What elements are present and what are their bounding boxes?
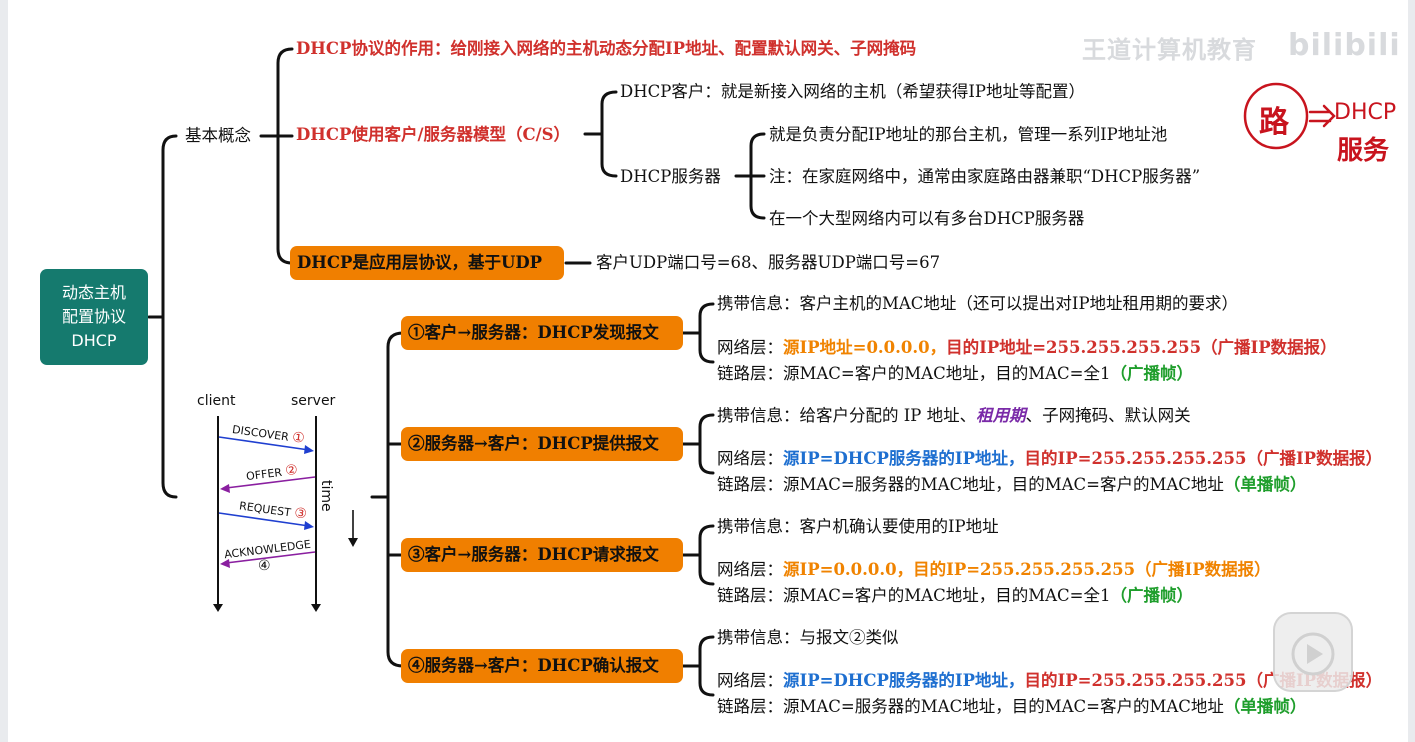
root-node: 动态主机 配置协议 DHCP <box>40 269 148 365</box>
handwritten-annotation <box>1243 82 1336 150</box>
bilibili-logo: bilibili <box>1288 28 1401 63</box>
play-button[interactable] <box>1273 612 1353 692</box>
root-bracket <box>161 134 178 499</box>
msg2-network: 网络层：源IP=DHCP服务器的IP地址，目的IP=255.255.255.25… <box>717 449 1383 468</box>
basic-concepts-label: 基本概念 <box>185 126 251 145</box>
msg2-title: ②服务器→客户：DHCP提供报文 <box>401 427 683 461</box>
msg2-link: 链路层：源MAC=服务器的MAC地址，目的MAC=客户的MAC地址（单播帧） <box>717 475 1307 494</box>
msg3-link: 链路层：源MAC=客户的MAC地址，目的MAC=全1（广播帧） <box>717 586 1193 605</box>
msg3-network: 网络层：源IP=0.0.0.0，目的IP=255.255.255.255（广播I… <box>717 560 1271 579</box>
slide-canvas <box>8 0 1408 742</box>
left-edge <box>0 0 8 742</box>
time-label: time <box>318 480 334 512</box>
handwritten-server: 服务 <box>1337 136 1390 166</box>
play-icon <box>1291 632 1335 676</box>
msg1-title: ①客户→服务器：DHCP发现报文 <box>401 316 683 350</box>
msg4-carry: 携带信息：与报文②类似 <box>717 628 899 647</box>
msg2-carry: 携带信息：给客户分配的 IP 地址、租用期、子网掩码、默认网关 <box>717 406 1191 425</box>
msg1-carry: 携带信息：客户主机的MAC地址（还可以提出对IP地址租用期的要求） <box>717 294 1239 313</box>
root-line-1: 动态主机 <box>61 283 126 302</box>
msg1-link: 链路层：源MAC=客户的MAC地址，目的MAC=全1（广播帧） <box>717 364 1193 383</box>
msg4-link: 链路层：源MAC=服务器的MAC地址，目的MAC=客户的MAC地址（单播帧） <box>717 697 1307 716</box>
msg1-network: 网络层：源IP地址=0.0.0.0，目的IP地址=255.255.255.255… <box>717 338 1337 357</box>
client-desc: 就是新接入网络的主机（希望获得IP地址等配置） <box>720 82 1085 101</box>
dhcp-server-label: DHCP服务器 <box>620 167 721 186</box>
app-layer-box: DHCP是应用层协议，基于UDP <box>290 246 564 280</box>
handwritten-dhcp: DHCP <box>1334 100 1397 125</box>
root-line-3: DHCP <box>71 331 117 350</box>
server-label: server <box>291 393 336 409</box>
msg4-title: ④服务器→客户：DHCP确认报文 <box>401 649 683 683</box>
client-label: client <box>197 393 236 409</box>
client-label: DHCP客户： <box>620 82 721 101</box>
dhcp-client: DHCP客户：就是新接入网络的主机（希望获得IP地址等配置） <box>620 81 1085 103</box>
server-note-2: 注：在家庭网络中，通常由家庭路由器兼职“DHCP服务器” <box>769 167 1201 186</box>
msg3-title: ③客户→服务器：DHCP请求报文 <box>401 538 683 572</box>
handwritten-router-char: 路 <box>1259 105 1289 140</box>
sequence-diagram <box>213 416 358 612</box>
right-edge <box>1408 0 1415 742</box>
udp-ports: 客户UDP端口号=68、服务器UDP端口号=67 <box>596 253 941 272</box>
cs-model: DHCP使用客户/服务器模型（C/S） <box>296 125 571 144</box>
root-line-2: 配置协议 <box>61 307 126 326</box>
server-note-3: 在一个大型网络内可以有多台DHCP服务器 <box>769 209 1085 228</box>
dhcp-role: DHCP协议的作用：给刚接入网络的主机动态分配IP地址、配置默认网关、子网掩码 <box>296 39 917 58</box>
acknowledge-num: ④ <box>258 558 271 574</box>
watermark-text: 王道计算机教育 <box>1082 36 1257 64</box>
server-note-1: 就是负责分配IP地址的那台主机，管理一系列IP地址池 <box>769 125 1168 144</box>
msg3-carry: 携带信息：客户机确认要使用的IP地址 <box>717 517 999 536</box>
